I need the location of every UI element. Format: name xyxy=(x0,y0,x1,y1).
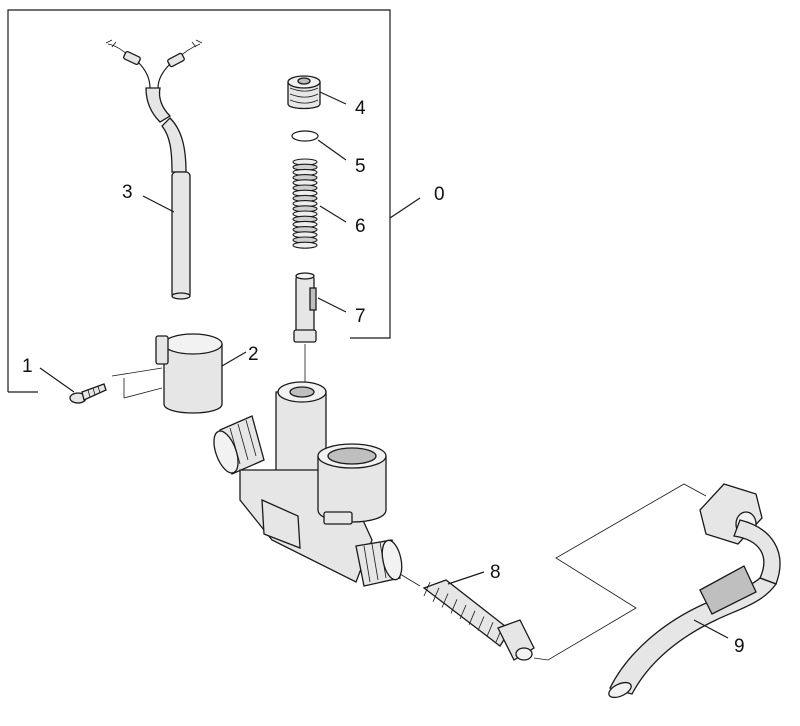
part-9-hose xyxy=(608,483,781,699)
callout-8: 8 xyxy=(490,562,501,583)
valve-body xyxy=(213,344,421,587)
callout-2: 2 xyxy=(248,344,259,365)
callout-9: 9 xyxy=(734,636,745,657)
part-2-clamp xyxy=(111,333,247,414)
part-3-sensor xyxy=(105,39,203,300)
part-8-filter xyxy=(422,483,707,661)
assembly-bracket xyxy=(7,9,421,393)
callout-4: 4 xyxy=(355,98,366,119)
callout-7: 7 xyxy=(355,306,366,327)
callout-6: 6 xyxy=(355,216,366,237)
callout-0: 0 xyxy=(434,184,445,205)
callout-3: 3 xyxy=(122,182,133,203)
callout-1: 1 xyxy=(22,356,33,377)
part-1-screw xyxy=(39,367,107,404)
part-6-spring xyxy=(292,158,318,249)
callout-5: 5 xyxy=(355,156,366,177)
part-5-o-ring xyxy=(291,130,347,161)
part-7-piston xyxy=(293,272,347,343)
part-4-plug xyxy=(287,75,347,110)
